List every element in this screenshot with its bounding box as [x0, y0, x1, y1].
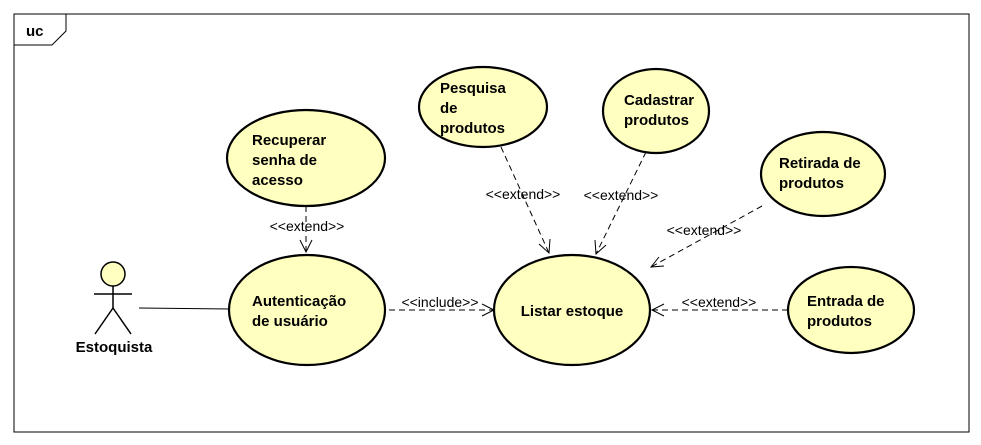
extend-label: <<extend>>	[270, 218, 345, 234]
extend-label: <<extend>>	[584, 187, 659, 203]
usecase-label: Pesquisa de produtos	[440, 80, 510, 137]
extend-label: <<extend>>	[486, 186, 561, 202]
extend-cadastrar-listar: <<extend>>	[584, 151, 659, 256]
association-line	[138, 307, 231, 310]
frame-tag-border	[14, 14, 67, 46]
actor-name: Estoquista	[76, 339, 153, 356]
usecase-listar-estoque[interactable]: Listar estoque	[492, 253, 652, 367]
extend-recuperar-autenticacao: <<extend>>	[270, 206, 345, 254]
extend-label: <<extend>>	[667, 222, 742, 238]
extend-label: <<extend>>	[682, 294, 757, 310]
usecase-label: Entrada de produtos	[807, 293, 889, 330]
usecase-recuperar-senha[interactable]: Recuperar senha de acesso	[225, 108, 387, 208]
actor-estoquista[interactable]: Estoquista	[76, 261, 153, 356]
include-label: <<include>>	[401, 294, 478, 310]
usecase-label: Autenticação de usuário	[252, 293, 350, 330]
usecase-pesquisa-produtos[interactable]: Pesquisa de produtos	[417, 65, 549, 149]
usecase-autenticacao[interactable]: Autenticação de usuário	[227, 253, 387, 367]
usecase-label: Retirada de produtos	[779, 155, 865, 192]
usecase-retirada-produtos[interactable]: Retirada de produtos	[759, 130, 887, 218]
usecase-label: Recuperar senha de acesso	[252, 132, 330, 189]
diagram-frame	[13, 13, 970, 433]
frame-tag-label: uc	[26, 23, 44, 40]
usecase-label: Listar estoque	[521, 303, 624, 320]
stick-figure-actor-icon	[94, 261, 132, 335]
extend-pesquisa-listar: <<extend>>	[486, 146, 561, 255]
extend-entrada-listar: <<extend>>	[650, 294, 788, 317]
usecase-cadastrar-produtos[interactable]: Cadastrar produtos	[601, 67, 711, 155]
usecase-label: Cadastrar produtos	[624, 92, 698, 129]
include-autenticacao-listar: <<include>>	[389, 294, 496, 317]
extend-retirada-listar: <<extend>>	[649, 205, 763, 268]
usecase-entrada-produtos[interactable]: Entrada de produtos	[786, 265, 916, 355]
